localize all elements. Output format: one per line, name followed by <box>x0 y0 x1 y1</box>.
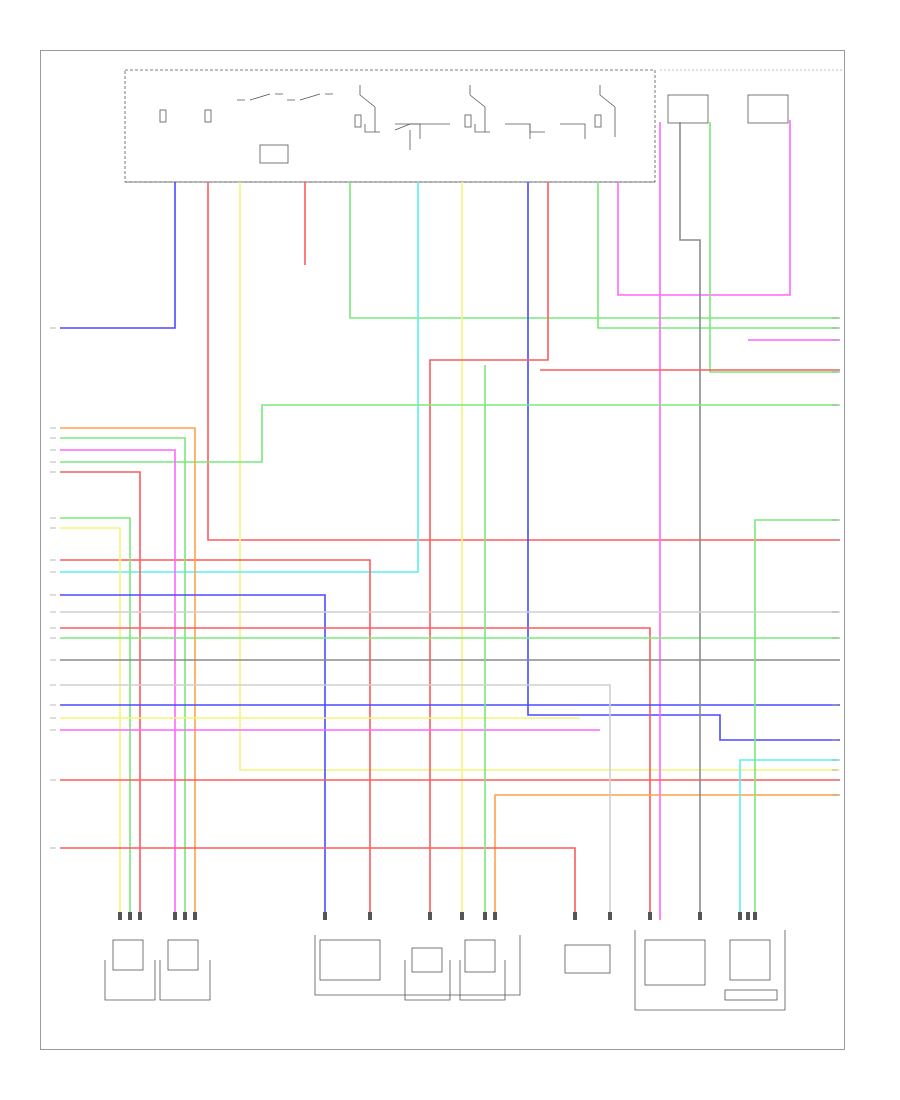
wire-segment <box>60 427 196 920</box>
wire-segment <box>60 527 121 920</box>
wire-segment <box>60 517 131 920</box>
connector-pin <box>483 912 487 920</box>
connector-pin <box>183 912 187 920</box>
bottom-components <box>104 930 786 1011</box>
wire-segment <box>60 449 176 920</box>
connector-pin <box>128 912 132 920</box>
wire-segment <box>207 182 840 541</box>
wire-segment <box>527 182 840 741</box>
connector-pin <box>173 912 177 920</box>
wire-segment <box>597 182 840 329</box>
wire-segment <box>494 794 840 920</box>
wire-segment <box>754 519 840 920</box>
connector-pin <box>608 912 612 920</box>
terminal-ticks <box>50 317 838 849</box>
wire-segment <box>60 471 141 920</box>
connector-pin <box>753 912 757 920</box>
connector-pin <box>738 912 742 920</box>
connector-pin <box>193 912 197 920</box>
wire-segment <box>60 627 651 920</box>
connector-pin <box>323 912 327 920</box>
wire-segment <box>709 122 840 373</box>
wire-segment <box>349 182 840 319</box>
connector-pin <box>648 912 652 920</box>
wire-segment <box>60 437 186 920</box>
connector-pin <box>368 912 372 920</box>
wire-segment <box>679 122 701 540</box>
wire-segment <box>617 120 791 296</box>
connector-pin <box>118 912 122 920</box>
wire-segment <box>60 182 176 329</box>
connector-pin <box>138 912 142 920</box>
connector-pin <box>573 912 577 920</box>
wire-segment <box>429 182 549 920</box>
wire-segment <box>60 684 611 920</box>
wire-segment <box>60 594 326 920</box>
wire-segment <box>60 847 576 920</box>
top-right-connectors <box>660 69 845 124</box>
wire-segment <box>60 404 840 463</box>
wire-segment <box>239 182 840 771</box>
fuse-relay-block <box>124 69 656 183</box>
connector-pin <box>698 912 702 920</box>
diagram-frame <box>40 50 845 1050</box>
wire-segment <box>60 559 371 920</box>
connector-pin <box>493 912 497 920</box>
connector-pins <box>118 912 757 920</box>
connector-pin <box>460 912 464 920</box>
connector-pin <box>746 912 750 920</box>
connector-pin <box>428 912 432 920</box>
wire-segment <box>60 182 419 573</box>
wire-segment <box>739 759 840 920</box>
wire-layer <box>60 120 840 920</box>
